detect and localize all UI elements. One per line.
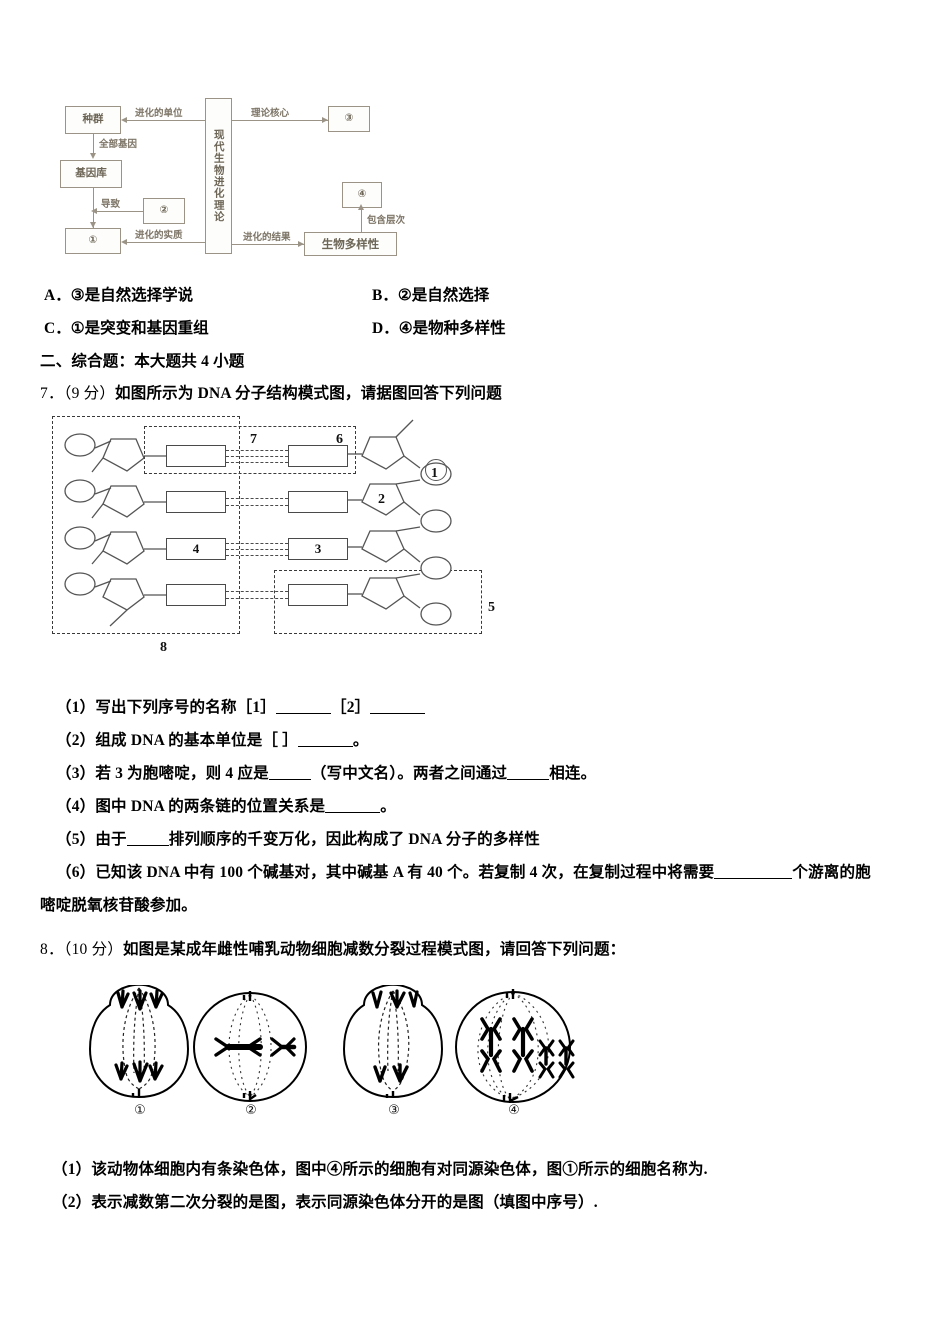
dna-callout-circle-1 xyxy=(425,459,447,481)
answer-blank[interactable] xyxy=(276,713,332,714)
dashed-region-5 xyxy=(274,570,482,634)
cell-label-2: ② xyxy=(245,1103,257,1118)
arrowhead-item1-left xyxy=(121,238,127,245)
answer-blank[interactable] xyxy=(297,746,353,747)
hbond-row3-b xyxy=(226,549,288,550)
q7-sub5: （5）由于排列顺序的千变万化，因此构成了 DNA 分子的多样性 xyxy=(56,831,540,848)
diagram-box-item4: ④ xyxy=(342,182,382,208)
edge-center-to-biodiversity xyxy=(232,244,304,245)
meiosis-cell-3 xyxy=(342,983,444,1099)
edge-label-all-genes: 全部基因 xyxy=(99,139,138,150)
hbond-row1-a xyxy=(226,450,288,451)
answer-blank[interactable] xyxy=(325,812,381,813)
hbond-row3-c xyxy=(226,555,288,556)
diagram-box-item3: ③ xyxy=(328,106,370,132)
base-rect-left-row1 xyxy=(166,445,226,467)
section-heading: 二、综合题：本大题共 4 小题 xyxy=(40,353,245,370)
dna-structure-diagram: 8 7 6 5 xyxy=(48,412,518,674)
meiosis-cell-1 xyxy=(88,983,190,1099)
edge-center-to-population xyxy=(123,120,205,121)
edge-item2-to-gene-pool xyxy=(95,211,143,212)
hbond-row3-a xyxy=(226,543,288,544)
diagram-box-item2: ② xyxy=(143,198,185,224)
edge-label-unit-of-evolution: 进化的单位 xyxy=(135,108,183,119)
arrowhead-item3 xyxy=(322,116,328,123)
edge-center-to-item1 xyxy=(123,242,205,243)
q7-sub6: （6）已知该 DNA 中有 100 个碱基对，其中碱基 A 有 40 个。若复制… xyxy=(56,864,871,881)
q7-sub3: （3）若 3 为胞嘧啶，则 4 应是（写中文名）。两者之间通过相连。 xyxy=(56,765,597,782)
base-rect-right-row4 xyxy=(288,584,348,606)
edge-center-to-item3 xyxy=(232,120,328,121)
edge-population-to-gene-pool xyxy=(93,134,94,154)
arrowhead-leads-to xyxy=(91,207,97,214)
q7-sub2: （2）组成 DNA 的基本单位是［ ］。 xyxy=(56,732,369,749)
meiosis-cell-2 xyxy=(193,991,307,1102)
diagram-box-biodiversity: 生物多样性 xyxy=(304,232,397,256)
edge-label-includes-levels: 包含层次 xyxy=(367,215,406,226)
choice-b[interactable]: B．②是自然选择 xyxy=(372,287,490,304)
hbond-row1-b xyxy=(226,456,288,457)
cell-label-1: ① xyxy=(134,1103,146,1118)
arrowhead-gene-pool xyxy=(89,153,96,159)
base-rect-left-row4 xyxy=(166,584,226,606)
answer-blank[interactable] xyxy=(507,779,550,780)
dashed-region-8 xyxy=(52,416,240,634)
q7-sub6-cont: 嘧啶脱氧核苷酸参加。 xyxy=(40,897,198,914)
hbond-row4-a xyxy=(226,591,288,592)
meiosis-cell-4 xyxy=(455,989,575,1103)
base-rect-right-row3: 3 xyxy=(288,538,348,560)
dna-label-2-sugar: 2 xyxy=(378,492,385,507)
arrowhead-item1 xyxy=(89,222,96,228)
answer-blank[interactable] xyxy=(268,779,311,780)
diagram-box-gene-pool: 基因库 xyxy=(60,160,122,188)
cell-label-4: ④ xyxy=(508,1103,520,1118)
q7-sub1: （1）写出下列序号的名称［1］［2］ xyxy=(56,696,426,719)
answer-blank[interactable] xyxy=(126,845,169,846)
base-rect-left-row3: 4 xyxy=(166,538,226,560)
arrowhead-biodiversity xyxy=(298,240,304,247)
hbond-row2-a xyxy=(226,498,288,499)
arrowhead-population xyxy=(121,116,127,123)
question8-stem: 8．（10 分）如图是某成年雌性哺乳动物细胞减数分裂过程模式图，请回答下列问题： xyxy=(40,941,626,958)
diagram-box-modern-evolution-theory: 现代生物进化理论 xyxy=(205,98,232,254)
evolution-theory-diagram: 现代生物进化理论 种群 基因库 ② ① ③ ④ 生物多样性 xyxy=(55,88,455,263)
meiosis-svg xyxy=(88,983,575,1103)
diagram-box-item1: ① xyxy=(65,228,121,254)
choice-a[interactable]: A．③是自然选择学说 xyxy=(44,287,194,304)
edge-label-essence: 进化的实质 xyxy=(135,230,183,241)
arrowhead-item4 xyxy=(357,204,364,210)
diagram-box-population: 种群 xyxy=(65,106,121,134)
base-rect-right-row2 xyxy=(288,491,348,513)
dna-label-6: 6 xyxy=(336,432,343,447)
edge-label-theory-core: 理论核心 xyxy=(251,108,290,119)
cell-label-3: ③ xyxy=(388,1103,400,1118)
hbond-row1-c xyxy=(226,462,288,463)
hbond-row2-b xyxy=(226,505,288,506)
base-rect-right-row1 xyxy=(288,445,348,467)
hbond-row4-b xyxy=(226,598,288,599)
edge-biodiversity-to-item4 xyxy=(361,208,362,232)
dna-label-8: 8 xyxy=(160,640,167,655)
edge-label-result: 进化的结果 xyxy=(243,232,291,243)
edge-label-leads-to: 导致 xyxy=(101,199,121,210)
dna-svg-skeleton xyxy=(64,419,452,627)
dna-label-7: 7 xyxy=(250,432,257,447)
q8-sub2: （2）表示减数第二次分裂的是图，表示同源染色体分开的是图（填图中序号）. xyxy=(52,1194,598,1211)
dashed-region-7 xyxy=(144,426,356,474)
choice-d[interactable]: D．④是物种多样性 xyxy=(372,320,506,337)
q8-sub1: （1）该动物体细胞内有条染色体，图中④所示的细胞有对同源染色体，图①所示的细胞名… xyxy=(52,1161,708,1178)
answer-blank[interactable] xyxy=(714,878,793,879)
meiosis-stages-diagram: ① ② ③ ④ xyxy=(48,983,588,1140)
choice-c[interactable]: C．①是突变和基因重组 xyxy=(44,320,209,337)
answer-blank[interactable] xyxy=(370,713,426,714)
question7-stem: 7．（9 分）如图所示为 DNA 分子结构模式图，请据图回答下列问题 xyxy=(40,385,502,402)
base-rect-left-row2 xyxy=(166,491,226,513)
q7-sub4: （4）图中 DNA 的两条链的位置关系是。 xyxy=(56,798,396,815)
dna-label-5: 5 xyxy=(488,600,495,615)
